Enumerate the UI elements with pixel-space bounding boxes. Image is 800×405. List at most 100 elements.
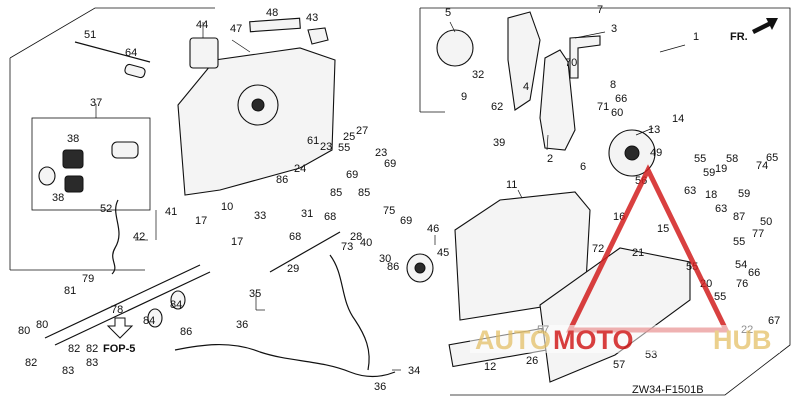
- callout-24: 24: [294, 163, 306, 175]
- callout-70: 70: [565, 57, 577, 69]
- callout-55a: 55: [338, 142, 350, 154]
- callout-64: 64: [125, 47, 137, 59]
- callout-19: 19: [715, 163, 727, 175]
- callout-71: 71: [597, 101, 609, 113]
- callout-61: 61: [307, 135, 319, 147]
- callout-60: 60: [611, 107, 623, 119]
- part-11-housing: [454, 191, 591, 321]
- callout-82c: 82: [86, 343, 98, 355]
- callout-59b: 59: [738, 188, 750, 200]
- callout-33: 33: [254, 210, 266, 222]
- callout-48: 48: [266, 7, 278, 19]
- callout-86a: 86: [276, 174, 288, 186]
- callout-7: 7: [597, 4, 603, 16]
- callout-86c: 86: [180, 326, 192, 338]
- callout-55d: 55: [733, 236, 745, 248]
- callout-25: 25: [343, 131, 355, 143]
- callout-35: 35: [249, 288, 261, 300]
- part-29-rod: [269, 231, 341, 273]
- callout-2: 2: [547, 153, 553, 165]
- part-34-harness: [174, 344, 396, 378]
- callout-81: 81: [64, 285, 76, 297]
- callout-38a: 38: [67, 133, 79, 145]
- callout-17a: 17: [195, 215, 207, 227]
- callout-59a: 59: [703, 167, 715, 179]
- callout-1: 1: [693, 31, 699, 43]
- part-43-clip: [307, 27, 329, 45]
- callout-47: 47: [230, 23, 242, 35]
- callout-82b: 82: [25, 357, 37, 369]
- callout-76: 76: [736, 278, 748, 290]
- part-51-bolt: [74, 41, 151, 63]
- callout-66a: 66: [615, 93, 627, 105]
- part-38-key: [62, 149, 84, 169]
- watermark-text-right: HUB: [713, 325, 772, 355]
- front-direction-indicator: FR.: [730, 18, 778, 43]
- fop-label: FOP-5: [103, 343, 135, 355]
- callout-73: 73: [341, 241, 353, 253]
- callout-13: 13: [648, 124, 660, 136]
- watermark-text-mid: MOTO: [553, 325, 634, 355]
- frame-lines: [9, 7, 791, 396]
- callout-82a: 82: [68, 343, 80, 355]
- callout-46: 46: [427, 223, 439, 235]
- callout-87: 87: [733, 211, 745, 223]
- callout-66b: 66: [748, 267, 760, 279]
- callout-18: 18: [705, 189, 717, 201]
- part-42-lanyard: [111, 199, 120, 275]
- callout-40: 40: [360, 237, 372, 249]
- callout-65: 65: [766, 152, 778, 164]
- callout-74: 74: [756, 160, 768, 172]
- callout-9: 9: [461, 91, 467, 103]
- fop-reference: FOP-5: [103, 317, 135, 355]
- callout-21: 21: [632, 247, 644, 259]
- callout-36b: 36: [374, 381, 386, 393]
- callout-86b: 86: [387, 261, 399, 273]
- callout-80b: 80: [18, 325, 30, 337]
- callout-37: 37: [90, 97, 102, 109]
- callout-38b: 38: [52, 192, 64, 204]
- callout-27: 27: [356, 125, 368, 137]
- callout-67: 67: [768, 315, 780, 327]
- part-48-plate: [249, 17, 301, 33]
- callout-57b: 57: [613, 359, 625, 371]
- part-64-sleeve: [124, 63, 146, 79]
- callout-5: 5: [445, 7, 451, 19]
- callout-15: 15: [657, 223, 669, 235]
- part-5-ring: [436, 29, 474, 67]
- leader-lines: [95, 21, 686, 371]
- callout-17b: 17: [231, 236, 243, 248]
- part-4-grip: [507, 11, 541, 111]
- watermark-bar: [470, 325, 780, 353]
- part-switch-body: [111, 141, 139, 159]
- callout-51: 51: [84, 29, 96, 41]
- drawing-code: ZW34-F1501B: [632, 384, 704, 396]
- callout-85b: 85: [358, 187, 370, 199]
- callout-10: 10: [221, 201, 233, 213]
- callout-72: 72: [592, 243, 604, 255]
- callout-6: 6: [580, 161, 586, 173]
- callout-63a: 63: [684, 185, 696, 197]
- watermark-text-left: AUTO: [475, 325, 551, 355]
- callout-52: 52: [100, 203, 112, 215]
- callout-23a: 23: [320, 141, 332, 153]
- callout-4: 4: [523, 81, 529, 93]
- callout-28: 28: [350, 231, 362, 243]
- callout-69c: 69: [400, 215, 412, 227]
- callout-31: 31: [301, 208, 313, 220]
- callout-12: 12: [484, 361, 496, 373]
- callout-85a: 85: [330, 187, 342, 199]
- callout-58: 58: [726, 153, 738, 165]
- callout-42: 42: [133, 231, 145, 243]
- callout-69a: 69: [384, 158, 396, 170]
- callout-50: 50: [760, 216, 772, 228]
- callout-84a: 84: [143, 315, 155, 327]
- callout-44: 44: [196, 19, 208, 31]
- callout-49: 49: [650, 147, 662, 159]
- part-44-switch: [189, 37, 219, 69]
- callout-83b: 83: [86, 357, 98, 369]
- part-78-cable: [44, 264, 201, 339]
- callout-43: 43: [306, 12, 318, 24]
- callout-68b: 68: [324, 211, 336, 223]
